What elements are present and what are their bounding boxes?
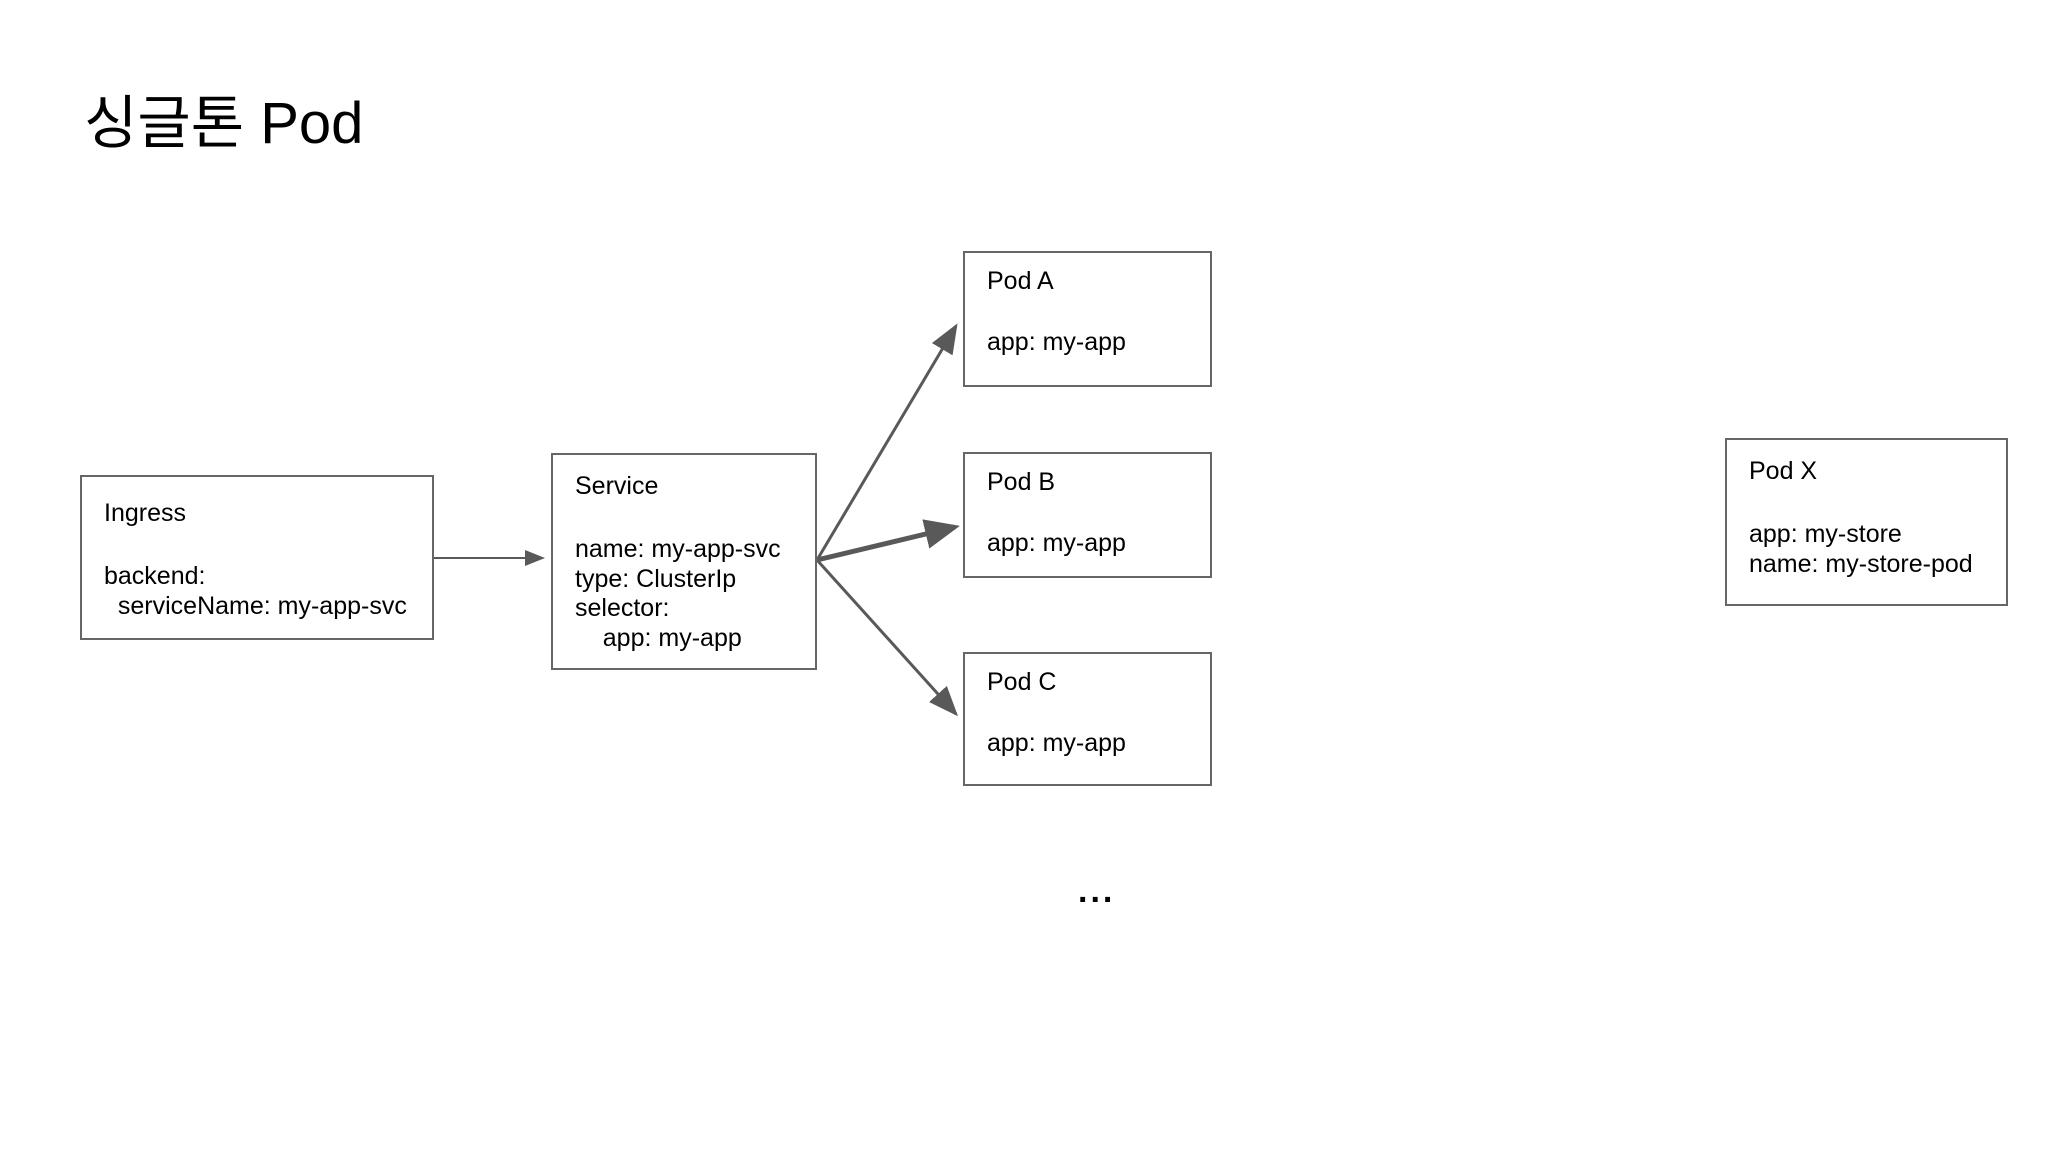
- node-service[interactable]: Service name: my-app-svc type: ClusterIp…: [551, 453, 817, 670]
- node-pod-x-title: Pod X: [1749, 457, 1818, 485]
- node-pod-c-body: app: my-app: [987, 729, 1126, 757]
- node-pod-x[interactable]: Pod X app: my-store name: my-store-pod: [1725, 438, 2008, 606]
- node-pod-a[interactable]: Pod A app: my-app: [963, 251, 1212, 387]
- node-pod-x-body: app: my-store name: my-store-pod: [1749, 520, 1973, 578]
- node-ingress[interactable]: Ingress backend: serviceName: my-app-svc: [80, 475, 434, 640]
- node-pod-b-body: app: my-app: [987, 529, 1126, 557]
- node-pod-a-body: app: my-app: [987, 328, 1126, 356]
- node-service-title: Service: [575, 472, 659, 500]
- connector-service-to-pod-b: [816, 519, 960, 563]
- node-ingress-body: backend: serviceName: my-app-svc: [104, 562, 407, 620]
- node-ingress-title: Ingress: [104, 499, 186, 527]
- ellipsis-more-pods: ...: [1078, 872, 1116, 910]
- node-pod-c[interactable]: Pod C app: my-app: [963, 652, 1212, 786]
- connector-service-to-pod-a: [815, 323, 958, 561]
- node-pod-c-title: Pod C: [987, 668, 1057, 696]
- node-pod-b[interactable]: Pod B app: my-app: [963, 452, 1212, 578]
- connector-service-to-pod-c: [815, 558, 959, 717]
- node-pod-a-title: Pod A: [987, 267, 1054, 295]
- node-pod-b-title: Pod B: [987, 468, 1056, 496]
- page-title: 싱글톤 Pod: [84, 91, 364, 156]
- node-service-body: name: my-app-svc type: ClusterIp selecto…: [575, 535, 781, 652]
